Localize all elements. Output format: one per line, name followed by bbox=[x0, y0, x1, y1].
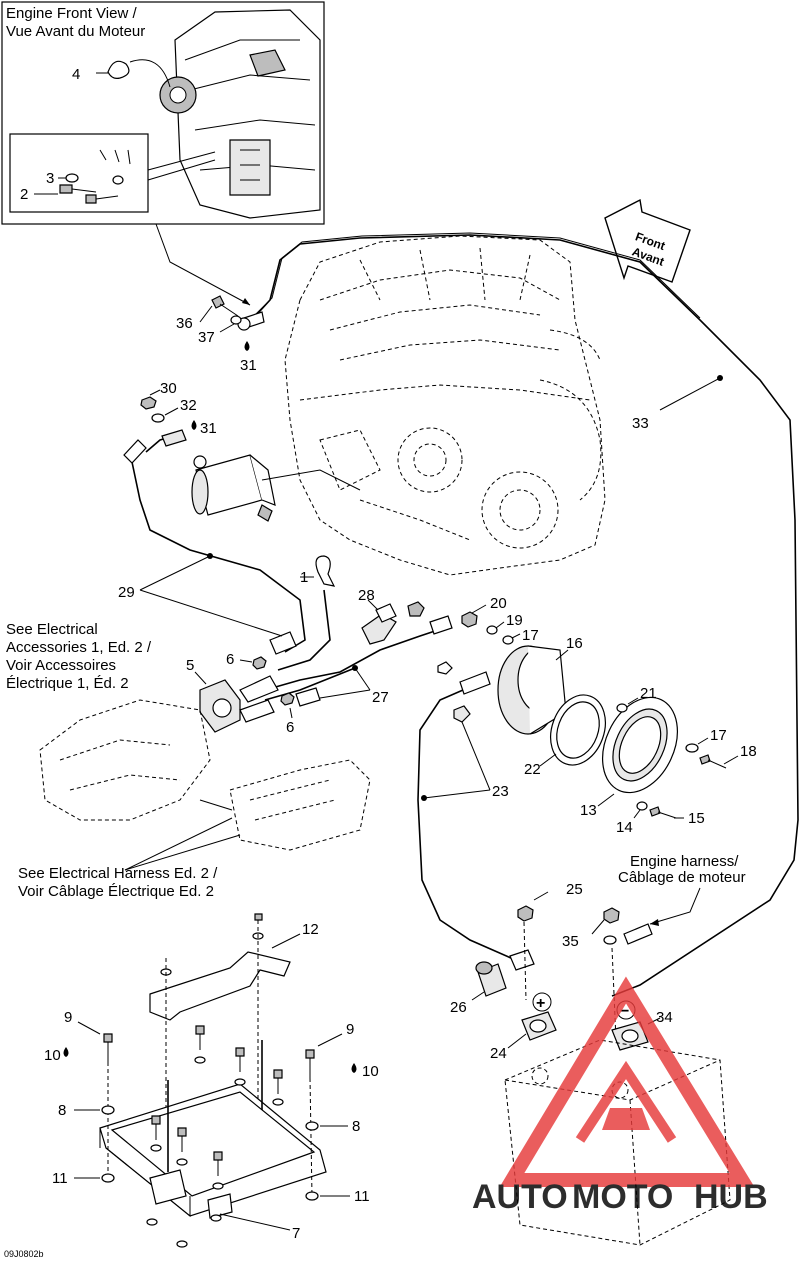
starter-motor bbox=[191, 454, 361, 522]
callout-9b: 9 bbox=[346, 1021, 354, 1038]
see-accessories-1: See Electrical bbox=[6, 621, 98, 638]
starter-cable-29: 29 bbox=[118, 429, 306, 655]
watermark-auto: AUTO bbox=[472, 1178, 568, 1216]
callout-35: 35 bbox=[562, 933, 579, 950]
solenoid-5: 5 6 6 bbox=[186, 651, 295, 736]
callout-14: 14 bbox=[616, 819, 633, 836]
callout-10b: 10 bbox=[362, 1063, 379, 1080]
gasket-22: 22 bbox=[524, 694, 606, 778]
callout-8b: 8 bbox=[352, 1118, 360, 1135]
engine-front-view-inset: Engine Front View / Vue Avant du Moteur bbox=[1, 1, 325, 225]
callout-37: 37 bbox=[198, 329, 215, 346]
callout-31b: 31 bbox=[200, 420, 217, 437]
callout-20: 20 bbox=[490, 595, 507, 612]
callout-4: 4 bbox=[72, 66, 80, 83]
callout-17b: 17 bbox=[710, 727, 727, 744]
clamp-part-4 bbox=[107, 60, 130, 79]
minus-sign: − bbox=[620, 1003, 629, 1020]
plus-sign: + bbox=[536, 995, 545, 1012]
battery-cable-33: 33 bbox=[237, 232, 799, 997]
callout-11b: 11 bbox=[354, 1188, 370, 1205]
see-accessories-2: Accessories 1, Ed. 2 / bbox=[6, 639, 152, 656]
engine-harness-2: Câblage de moteur bbox=[618, 869, 746, 886]
callout-5: 5 bbox=[186, 657, 194, 674]
callout-3: 3 bbox=[46, 170, 54, 187]
drop-icon bbox=[351, 1063, 357, 1073]
nuts-17-19-20: 20 19 17 bbox=[461, 595, 539, 645]
see-accessories-3: Voir Accessoires bbox=[6, 657, 116, 674]
hold-down-plate-12: 12 bbox=[149, 913, 319, 1160]
callout-26: 26 bbox=[450, 999, 467, 1016]
drop-icon bbox=[191, 420, 197, 430]
callout-30: 30 bbox=[160, 380, 177, 397]
engine-outline bbox=[284, 235, 606, 576]
engine-front-sketch bbox=[159, 9, 321, 219]
right-bolt-9: 9 10 8 11 bbox=[305, 1021, 379, 1205]
terminal-cap-26: 26 bbox=[450, 961, 507, 1016]
clamp-part-1: 1 bbox=[277, 555, 336, 671]
callout-6a: 6 bbox=[226, 651, 234, 668]
see-harness-1: See Electrical Harness Ed. 2 / bbox=[18, 865, 218, 882]
watermark-moto: MOTO bbox=[572, 1178, 673, 1216]
nut-35: 35 bbox=[562, 907, 653, 1041]
callout-16: 16 bbox=[566, 635, 583, 652]
callout-10a: 10 bbox=[44, 1047, 61, 1064]
callout-11a: 11 bbox=[52, 1170, 68, 1187]
callout-24: 24 bbox=[490, 1045, 507, 1062]
tray-studs bbox=[146, 1025, 284, 1248]
callout-33: 33 bbox=[632, 415, 649, 432]
see-harness-2: Voir Câblage Électrique Ed. 2 bbox=[18, 883, 214, 900]
callout-6b: 6 bbox=[286, 719, 294, 736]
automotohub-watermark: AUTO MOTO HUB bbox=[472, 976, 768, 1216]
engine-harness-1: Engine harness/ bbox=[630, 853, 739, 870]
callout-15: 15 bbox=[688, 810, 705, 827]
cable-27: 27 bbox=[264, 601, 453, 707]
callout-13: 13 bbox=[580, 802, 597, 819]
callout-21: 21 bbox=[640, 685, 657, 702]
bolt-36-group: 36 37 31 bbox=[176, 295, 257, 374]
screw-14-15: 14 15 bbox=[616, 801, 705, 836]
inset-title-fr: Vue Avant du Moteur bbox=[6, 23, 145, 40]
drop-icon bbox=[244, 341, 250, 351]
drawing-code: 09J0802b bbox=[4, 1249, 44, 1259]
callout-27: 27 bbox=[372, 689, 389, 706]
callout-31a: 31 bbox=[240, 357, 257, 374]
callout-28: 28 bbox=[358, 587, 375, 604]
callout-17a: 17 bbox=[522, 627, 539, 644]
watermark-triangle-logo bbox=[499, 976, 755, 1187]
callout-7: 7 bbox=[292, 1225, 300, 1242]
positive-clamp-24: + 24 bbox=[490, 992, 557, 1062]
watermark-hub: HUB bbox=[694, 1178, 768, 1216]
callout-1: 1 bbox=[300, 569, 308, 586]
callout-9a: 9 bbox=[64, 1009, 72, 1026]
callout-23: 23 bbox=[492, 783, 509, 800]
callout-34: 34 bbox=[656, 1009, 673, 1026]
left-bolt-9: 9 10 8 11 bbox=[44, 1009, 115, 1187]
callout-36: 36 bbox=[176, 315, 193, 332]
callout-18: 18 bbox=[740, 743, 757, 760]
nut-25: 25 bbox=[517, 881, 583, 1001]
screw-17-18: 17 18 bbox=[685, 727, 757, 769]
drop-icon bbox=[63, 1047, 69, 1057]
callout-25: 25 bbox=[566, 881, 583, 898]
relay-28: 28 bbox=[358, 587, 397, 645]
flange-13: 13 bbox=[580, 696, 678, 819]
callout-2: 2 bbox=[20, 186, 28, 203]
cable-23: 23 bbox=[417, 661, 535, 971]
callout-22: 22 bbox=[524, 761, 541, 778]
callout-32: 32 bbox=[180, 397, 197, 414]
see-accessories-4: Électrique 1, Éd. 2 bbox=[6, 675, 129, 692]
front-direction-arrow: Front Avant bbox=[604, 198, 691, 283]
callout-29: 29 bbox=[118, 584, 135, 601]
inset-title-en: Engine Front View / bbox=[6, 5, 137, 22]
nut-30-group: 30 32 31 bbox=[140, 380, 217, 437]
electrical-accessories-outline bbox=[39, 699, 371, 871]
cable-gland-16: 16 bbox=[497, 635, 583, 735]
callout-19: 19 bbox=[506, 612, 523, 629]
screw-21: 21 bbox=[616, 685, 657, 713]
callout-12: 12 bbox=[302, 921, 319, 938]
callout-8a: 8 bbox=[58, 1102, 66, 1119]
